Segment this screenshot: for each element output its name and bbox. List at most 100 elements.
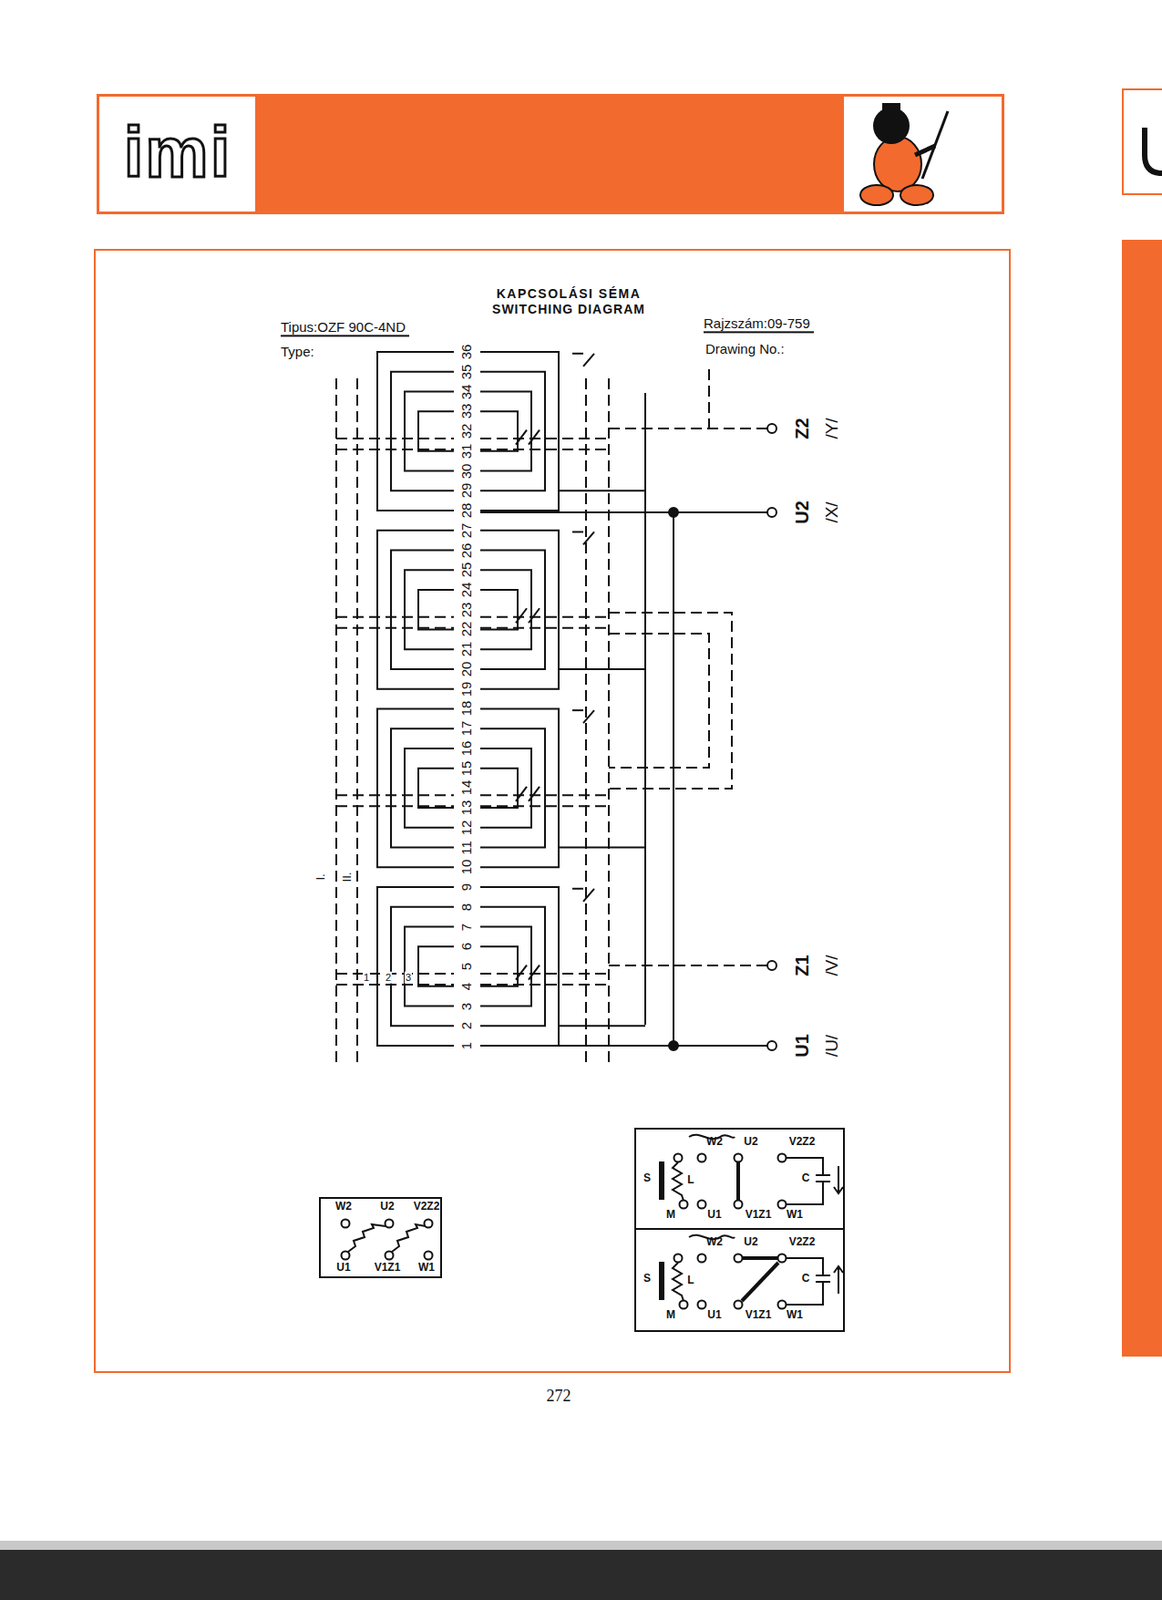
scan-background: [0, 1549, 1162, 1600]
drawing-label: Rajzszám:09-759: [703, 315, 814, 333]
aux-wire: [480, 448, 609, 451]
terminal-name: U2: [791, 500, 813, 525]
capacitor-symbol: [815, 1275, 831, 1282]
slot-number: 35: [458, 362, 474, 381]
slot-number: 30: [458, 462, 474, 480]
terminal-circle: [767, 507, 777, 517]
slot-number: 6: [458, 941, 474, 951]
drawing-label: 3: [404, 971, 412, 984]
main-coil: [480, 926, 532, 1007]
jumper: [736, 1162, 741, 1200]
frame: [94, 249, 1010, 1372]
slot-number: 34: [458, 382, 474, 401]
main-bus: [644, 392, 647, 1025]
main-coil: [404, 748, 454, 828]
slot-number: 2: [458, 1020, 474, 1030]
terminal-circle: [734, 1300, 743, 1309]
terminal-name: U1: [791, 1033, 813, 1058]
slot-number: 7: [458, 921, 474, 931]
main-coil: [377, 351, 454, 511]
capacitor-wire: [786, 1181, 823, 1204]
rotation-arrow: [833, 1265, 844, 1294]
terminal-name: /Y/: [822, 417, 843, 439]
terminal-name: Z1: [791, 954, 813, 976]
main-coil: [377, 886, 454, 1046]
winding-symbol: [391, 1223, 426, 1252]
cross-mark: [515, 965, 527, 980]
main-coil: [480, 748, 532, 828]
switch-mark: [583, 709, 595, 723]
main-coil: [390, 728, 454, 847]
terminal-label: U1: [707, 1208, 721, 1222]
slot-number: 19: [458, 679, 474, 698]
terminal-name: /X/: [822, 501, 843, 523]
terminal-label: U2: [743, 1235, 758, 1249]
terminal-label: C: [802, 1272, 811, 1286]
slot-number: 4: [458, 981, 474, 991]
cross-mark: [528, 430, 540, 445]
main-coil: [480, 391, 532, 472]
terminal-name: Z2: [791, 417, 813, 439]
next-page-logo-fragment: [1144, 127, 1162, 174]
drawing-label: 1: [362, 971, 371, 984]
aux-wire: [336, 448, 454, 451]
slot-number: 27: [458, 521, 474, 539]
capacitor-wire: [786, 1281, 823, 1305]
main-coil: [480, 728, 546, 847]
aux-wire: [480, 793, 609, 796]
main-coil: [377, 530, 454, 689]
terminal-circle: [734, 1200, 743, 1209]
z1-lead: [608, 964, 768, 967]
slot-number: 3: [458, 1000, 474, 1010]
slot-number: 9: [458, 882, 474, 892]
cross-mark: [515, 786, 527, 802]
terminal-label: U1: [707, 1308, 721, 1322]
drawing-label: Drawing No.:: [705, 340, 785, 357]
cross-mark: [528, 965, 540, 980]
cross-mark: [528, 607, 540, 623]
aux-wire: [336, 627, 454, 629]
cross-mark: [528, 786, 540, 802]
terminal-circle: [734, 1254, 743, 1263]
slot-number: 16: [458, 740, 474, 758]
slot-number: 22: [458, 620, 474, 638]
jumper: [742, 1255, 778, 1260]
aux-wire: [480, 437, 609, 440]
aux-wire: [336, 972, 454, 975]
lead-wire: [558, 846, 646, 849]
winding: [336, 351, 777, 1065]
terminal-board: W2U2V2Z2SLCMU1V1Z1W1: [634, 1127, 845, 1230]
aux-wire: [480, 627, 609, 629]
winding-symbol: [348, 1223, 386, 1252]
slot-number: 36: [458, 343, 474, 361]
terminal-label: V2Z2: [413, 1200, 441, 1214]
main-coil: [418, 768, 454, 808]
main-coil: [480, 351, 559, 511]
main-coil: [390, 550, 454, 669]
z2-lead: [608, 427, 768, 430]
switch-mark: [583, 531, 595, 545]
slot-number: 28: [458, 502, 474, 520]
switch-mark: [583, 888, 595, 902]
terminal-label: W1: [418, 1261, 435, 1275]
slot-number: 26: [458, 541, 474, 559]
main-coil: [480, 550, 546, 669]
rotation-arrow: [833, 1165, 844, 1193]
aux-wire: [336, 437, 454, 440]
aux-wire: [480, 804, 609, 807]
terminal-label: M: [666, 1208, 676, 1222]
main-coil: [480, 411, 518, 451]
terminal-circle: [778, 1153, 787, 1162]
drawing-label: Type:: [280, 343, 315, 360]
junction-dot: [668, 507, 679, 517]
aux-wire: [336, 804, 454, 807]
terminal-circle: [341, 1251, 350, 1260]
logo-box: [99, 96, 256, 212]
z2-lead: [708, 369, 710, 429]
terminal-label: L: [687, 1274, 694, 1287]
slot-number: 18: [458, 699, 474, 718]
aux-wire: [480, 616, 609, 618]
switch-mark: [572, 352, 584, 355]
main-coil: [418, 946, 454, 986]
